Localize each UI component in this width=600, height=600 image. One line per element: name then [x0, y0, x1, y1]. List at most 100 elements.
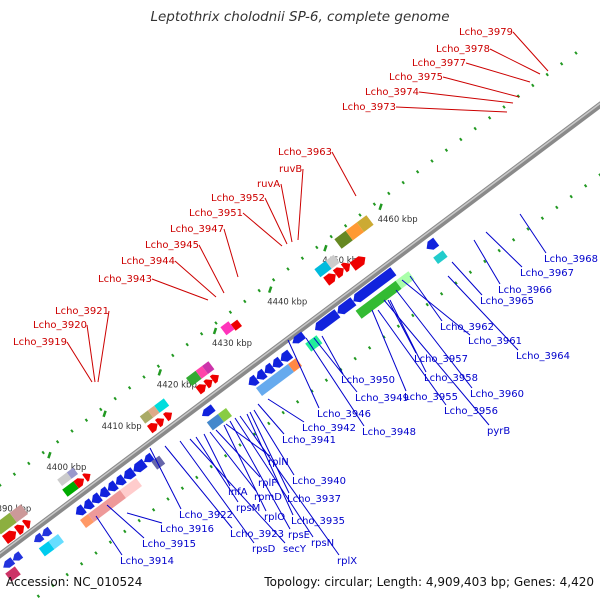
gene-lower — [202, 404, 216, 417]
minor-tick-lower — [444, 148, 449, 153]
minor-tick-upper — [583, 183, 588, 188]
minor-tick-upper — [295, 400, 300, 404]
minor-tick-upper — [238, 443, 242, 447]
minor-tick-upper — [439, 292, 444, 296]
upper-callout-line — [264, 197, 288, 245]
minor-tick-lower — [84, 418, 89, 422]
upper-gene-label: Lcho_3973 — [342, 102, 396, 113]
lower-callout-line — [209, 431, 257, 492]
gene-lower — [353, 267, 397, 303]
map-title: Leptothrix cholodnii SP-6, complete geno… — [150, 9, 450, 25]
minor-tick-lower — [487, 115, 492, 120]
minor-tick-upper — [367, 346, 372, 350]
upper-callout-line — [174, 260, 217, 298]
minor-tick-lower — [300, 256, 305, 260]
lower-gene-label: rpsN — [311, 538, 334, 549]
lower-gene-label: Lcho_3962 — [440, 322, 494, 333]
minor-tick-upper — [281, 410, 285, 415]
minor-tick-lower — [315, 245, 319, 250]
minor-tick-lower — [243, 299, 247, 304]
gene-upper — [195, 366, 208, 379]
gene-upper — [2, 530, 17, 544]
minor-tick-lower — [228, 310, 233, 314]
minor-tick-upper — [425, 302, 429, 307]
lower-callout-line — [267, 398, 305, 423]
gene-lower — [144, 452, 155, 463]
minor-tick-lower — [156, 364, 161, 368]
minor-tick-upper — [195, 475, 199, 480]
upper-callout-line — [66, 341, 93, 383]
minor-tick-lower — [430, 159, 434, 163]
lower-gene-label: Lcho_3914 — [120, 556, 174, 567]
lower-callout-line — [451, 261, 483, 296]
minor-tick-lower — [257, 288, 261, 293]
minor-tick-upper — [252, 432, 257, 436]
lower-gene-label: Lcho_3967 — [520, 268, 574, 279]
lower-callout-line — [189, 438, 286, 544]
minor-tick-upper — [411, 313, 415, 318]
gene-lower — [305, 335, 323, 352]
lower-gene-label: Lcho_3949 — [355, 393, 409, 404]
minor-tick-lower — [531, 83, 535, 88]
lower-gene-label: Lcho_3946 — [317, 409, 371, 420]
minor-tick-lower — [113, 396, 117, 401]
gene-upper — [202, 361, 215, 374]
minor-tick-upper — [267, 421, 271, 426]
gene-upper — [163, 412, 173, 422]
minor-tick-upper — [51, 583, 55, 588]
minor-tick-upper — [123, 529, 127, 534]
minor-tick-lower — [185, 342, 189, 347]
lower-gene-label: Lcho_3950 — [341, 375, 395, 386]
lower-gene-label: Lcho_3940 — [292, 476, 346, 487]
minor-tick-lower — [559, 61, 564, 66]
lower-callout-line — [223, 424, 267, 512]
minor-tick-lower — [415, 169, 420, 174]
upper-gene-label: Lcho_3945 — [145, 240, 199, 251]
minor-tick-lower — [343, 223, 348, 228]
lower-gene-label: infA — [228, 487, 248, 498]
kbp-tick-label: 4400 kbp — [46, 463, 86, 473]
gene-lower — [292, 331, 306, 344]
upper-callout-line — [512, 31, 549, 72]
lower-gene-label: Lcho_3955 — [404, 392, 458, 403]
minor-tick-upper — [209, 464, 213, 469]
gene-upper — [325, 254, 340, 269]
upper-gene-label: Lcho_3944 — [121, 256, 175, 267]
lower-gene-label: Lcho_3961 — [468, 336, 522, 347]
gene-upper — [356, 215, 374, 232]
minor-tick-lower — [387, 191, 391, 196]
lower-callout-line — [195, 436, 239, 503]
minor-tick-upper — [137, 518, 141, 523]
upper-callout-line — [223, 228, 239, 278]
kbp-tick-label: 4420 kbp — [157, 380, 197, 390]
upper-gene-label: Lcho_3978 — [436, 44, 490, 55]
lower-callout-line — [401, 279, 471, 336]
kbp-tick-label: 4450 kbp — [322, 256, 362, 266]
lower-gene-label: rplO — [264, 512, 285, 523]
gene-lower — [206, 414, 224, 431]
gene-upper — [66, 467, 78, 479]
lower-gene-label: rpmD — [254, 492, 282, 503]
gene-lower — [256, 364, 294, 396]
gene-lower — [151, 455, 166, 470]
upper-gene-label: Lcho_3943 — [98, 274, 152, 285]
gene-lower — [218, 408, 232, 422]
minor-tick-lower — [358, 213, 362, 217]
lower-callout-line — [485, 231, 523, 268]
lower-callout-line — [257, 403, 285, 435]
lower-gene-label: secY — [283, 544, 307, 555]
gene-lower — [395, 271, 415, 289]
gene-upper — [147, 405, 160, 418]
lower-callout-line — [321, 335, 344, 375]
upper-gene-label: Lcho_3974 — [365, 87, 419, 98]
gene-lower — [355, 280, 402, 319]
minor-tick-upper — [497, 248, 501, 253]
minor-tick-upper — [79, 562, 84, 566]
minor-tick-lower — [372, 202, 377, 207]
minor-tick-upper — [569, 194, 573, 199]
upper-callout-line — [418, 91, 514, 104]
gene-lower — [288, 358, 302, 372]
minor-tick-upper — [396, 324, 401, 328]
lower-gene-label: Lcho_3916 — [160, 524, 214, 535]
